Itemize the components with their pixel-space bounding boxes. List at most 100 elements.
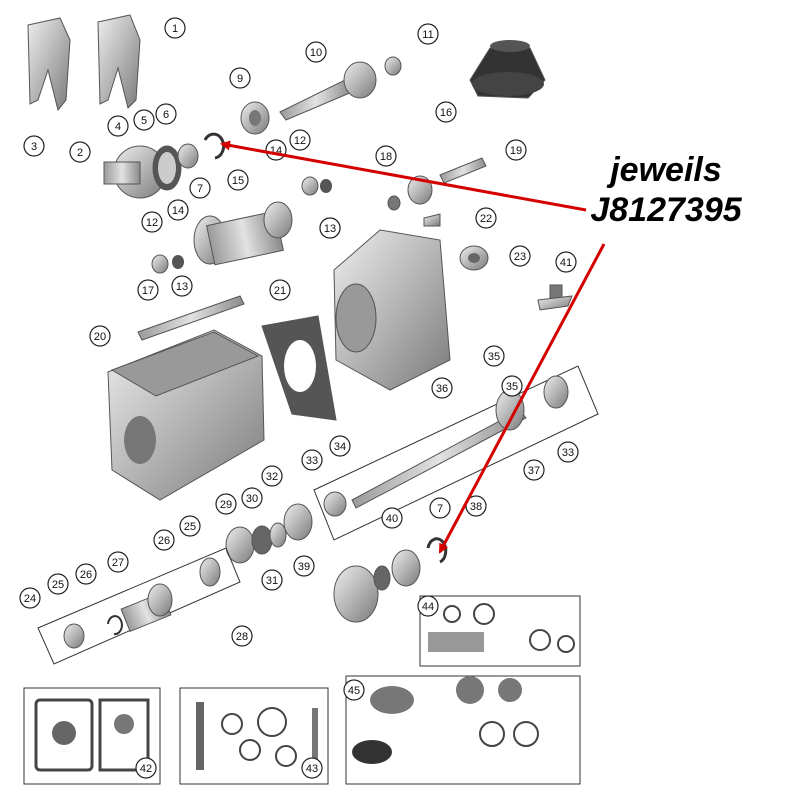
callout-number: 24: [24, 593, 36, 605]
output-bearing-box: [37, 547, 241, 665]
callout-number: 34: [334, 441, 346, 453]
callout-30: 30: [241, 487, 263, 509]
callout-number: 25: [52, 579, 64, 591]
callout-number: 42: [140, 763, 152, 775]
callout-13-repeat: 13: [319, 217, 341, 239]
callout-19: 19: [505, 139, 527, 161]
callout-7: 7: [189, 177, 211, 199]
callout-number: 9: [237, 73, 243, 85]
arrow-to-lower-part-7: [438, 243, 606, 554]
callout-24: 24: [19, 587, 41, 609]
callout-4: 4: [107, 115, 129, 137]
callout-5: 5: [133, 109, 155, 131]
callout-number: 35: [488, 351, 500, 363]
callout-16: 16: [435, 101, 457, 123]
callout-25: 25: [47, 573, 69, 595]
annotation-line-1: jeweils: [610, 151, 722, 189]
callout-number: 23: [514, 251, 526, 263]
callout-3: 3: [23, 135, 45, 157]
callout-43: 43: [301, 757, 323, 779]
callout-number: 4: [115, 121, 121, 133]
callout-22: 22: [475, 207, 497, 229]
callout-number: 11: [422, 29, 433, 41]
callout-number: 31: [266, 575, 278, 587]
callout-13-repeat: 13: [171, 275, 193, 297]
callout-number: 21: [274, 285, 286, 297]
annotation-arrows: [220, 140, 606, 554]
callout-number: 29: [220, 499, 232, 511]
kit-45-box: [345, 675, 581, 785]
callout-number: 5: [141, 115, 147, 127]
callout-35: 35: [483, 345, 505, 367]
kit-42-box: [23, 687, 161, 785]
callout-number: 27: [112, 557, 124, 569]
callout-number: 2: [77, 147, 83, 159]
callout-12: 12: [289, 129, 311, 151]
callout-6: 6: [155, 103, 177, 125]
callout-28: 28: [231, 625, 253, 647]
part-number-annotation: jeweils J8127395: [566, 150, 766, 230]
callout-26-repeat: 26: [153, 529, 175, 551]
callout-number: 36: [436, 383, 448, 395]
sensor-part: [537, 284, 573, 311]
callout-2: 2: [69, 141, 91, 163]
callout-41: 41: [555, 251, 577, 273]
annotation-part-number: J8127395: [590, 191, 742, 229]
callout-number: 33: [306, 455, 318, 467]
callout-18: 18: [375, 145, 397, 167]
callout-layer: 1234567910111213141516171819202122232425…: [19, 17, 579, 779]
callout-number: 7: [197, 183, 203, 195]
callout-33: 33: [301, 449, 323, 471]
transmission-case-part: [107, 329, 265, 501]
callout-number: 13: [176, 281, 188, 293]
callout-number: 33: [562, 447, 574, 459]
callout-21: 21: [269, 279, 291, 301]
callout-29: 29: [215, 493, 237, 515]
mainshaft-assembly-box: [313, 365, 599, 541]
callout-number: 3: [31, 141, 37, 153]
callout-38: 38: [465, 495, 487, 517]
callout-1: 1: [164, 17, 186, 39]
callout-number: 40: [386, 513, 398, 525]
callout-36: 36: [431, 377, 453, 399]
callout-14: 14: [265, 139, 287, 161]
callout-37: 37: [523, 459, 545, 481]
shift-boot-part: [469, 40, 546, 99]
kit-43-box: [179, 687, 329, 785]
callout-number: 6: [163, 109, 169, 121]
callout-34: 34: [329, 435, 351, 457]
callout-number: 30: [246, 493, 258, 505]
callout-9: 9: [229, 67, 251, 89]
callout-number: 10: [310, 47, 322, 59]
callout-number: 12: [146, 217, 158, 229]
callout-number: 45: [348, 685, 360, 697]
callout-number: 22: [480, 213, 492, 225]
callout-11: 11: [417, 23, 439, 45]
callout-20: 20: [89, 325, 111, 347]
input-shaft-parts: [240, 56, 402, 135]
callout-number: 1: [172, 23, 178, 35]
callout-23: 23: [509, 245, 531, 267]
callout-number: 18: [380, 151, 392, 163]
callout-number: 26: [80, 569, 92, 581]
callout-31: 31: [261, 569, 283, 591]
callout-25-repeat: 25: [179, 515, 201, 537]
callout-17: 17: [137, 279, 159, 301]
callout-number: 15: [232, 175, 244, 187]
callout-33-repeat: 33: [557, 441, 579, 463]
callout-number: 14: [172, 205, 184, 217]
callout-42: 42: [135, 757, 157, 779]
callout-number: 12: [294, 135, 306, 147]
callout-number: 25: [184, 521, 196, 533]
callout-32: 32: [261, 465, 283, 487]
callout-10: 10: [305, 41, 327, 63]
callout-7-repeat: 7: [429, 497, 451, 519]
callout-39: 39: [293, 555, 315, 577]
callout-number: 44: [422, 601, 434, 613]
synchro-parts: [225, 503, 313, 564]
callout-number: 41: [560, 257, 572, 269]
front-retainer-parts: [103, 132, 226, 199]
reverse-idler-parts: [387, 157, 489, 271]
callout-number: 38: [470, 501, 482, 513]
